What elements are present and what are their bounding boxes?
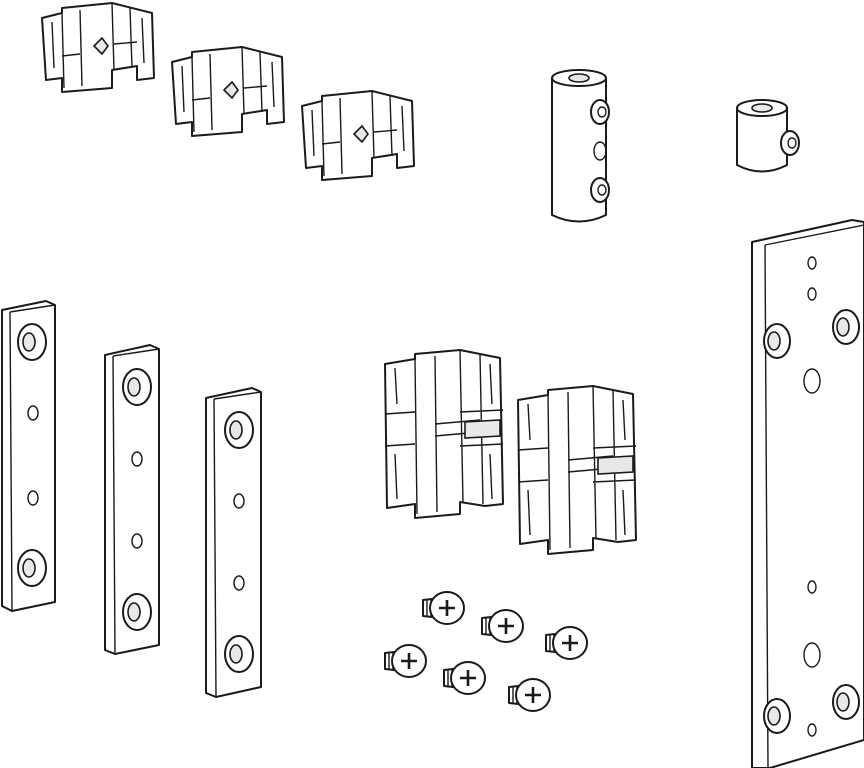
long-sleeve-connector <box>551 69 610 223</box>
large-clip-2 <box>517 385 637 555</box>
screw-6 <box>507 677 552 713</box>
screw-1 <box>421 590 466 626</box>
mounting-plate-1 <box>1 300 56 612</box>
screw-5 <box>442 660 487 696</box>
short-sleeve-connector <box>736 99 800 173</box>
screw-2 <box>480 608 525 644</box>
mounting-plate-2 <box>104 344 160 655</box>
mounting-plate-3 <box>205 387 262 698</box>
small-clip-3 <box>301 90 415 181</box>
small-clip-2 <box>171 46 285 137</box>
long-mounting-plate <box>751 219 864 768</box>
screw-3 <box>544 625 589 661</box>
small-clip-1 <box>41 2 155 93</box>
large-clip-1 <box>384 349 504 519</box>
screw-4 <box>383 643 428 679</box>
